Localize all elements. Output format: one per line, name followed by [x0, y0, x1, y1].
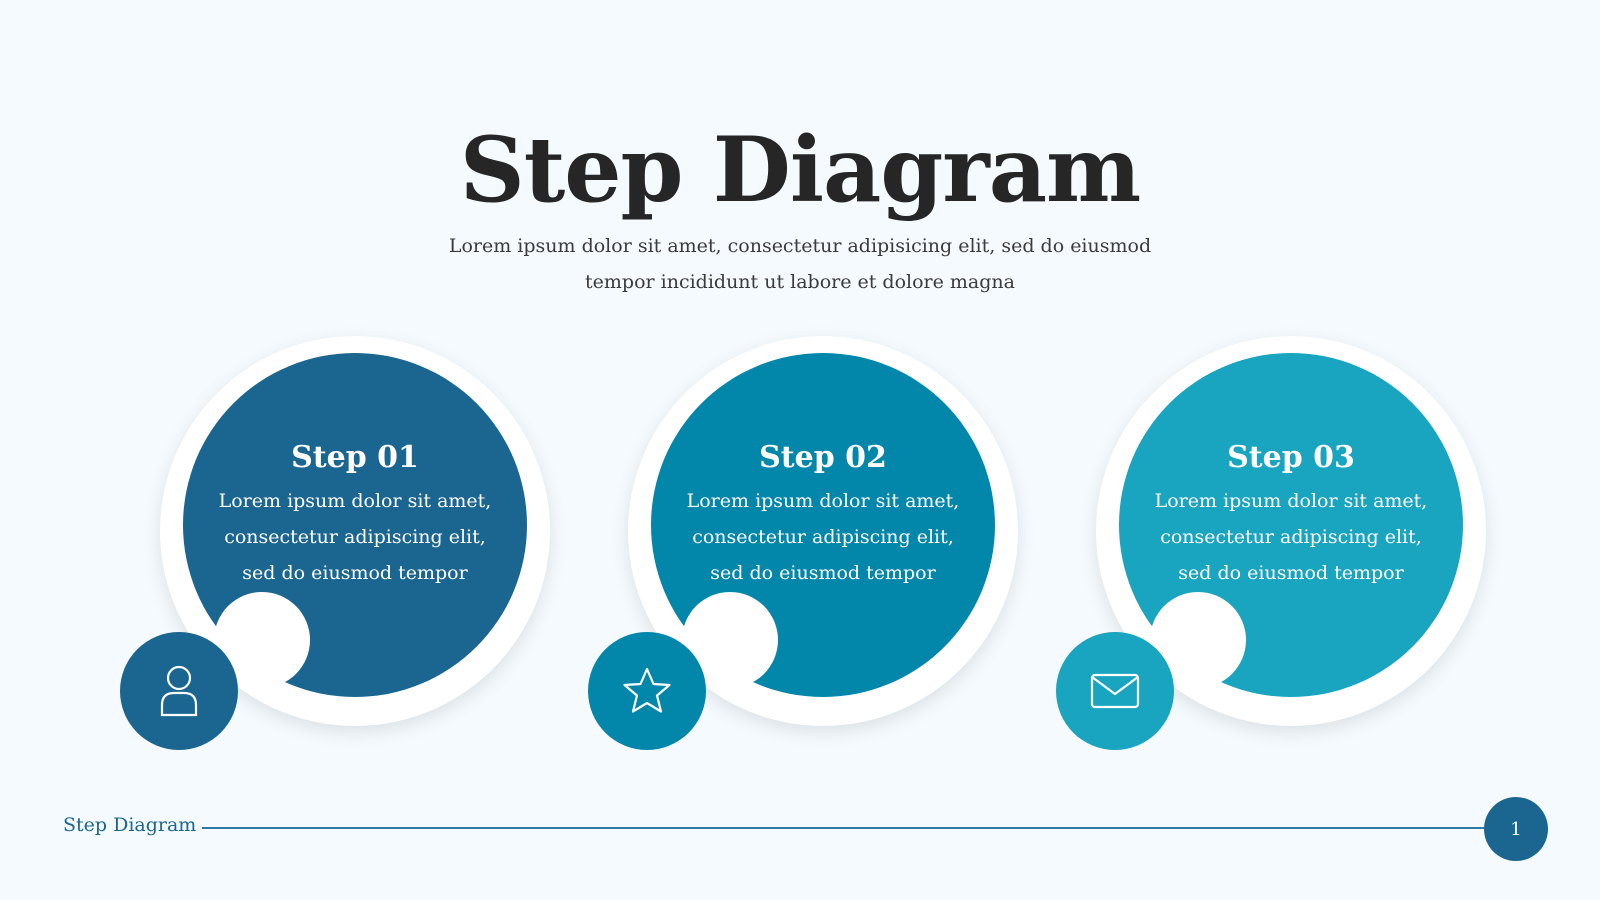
step-icon-badge: [1056, 632, 1174, 750]
footer-label: Step Diagram: [63, 814, 197, 836]
step-card-1: Step 01 Lorem ipsum dolor sit amet, cons…: [116, 336, 550, 756]
subtitle-line-2: tempor incididunt ut labore et dolore ma…: [585, 271, 1015, 293]
subtitle-line-1: Lorem ipsum dolor sit amet, consectetur …: [448, 235, 1152, 257]
step-text: Step 03 Lorem ipsum dolor sit amet, cons…: [1119, 353, 1463, 697]
step-title: Step 02: [759, 439, 887, 475]
step-icon-badge: [120, 632, 238, 750]
step-card-2: Step 02 Lorem ipsum dolor sit amet, cons…: [584, 336, 1018, 756]
step-card-3: Step 03 Lorem ipsum dolor sit amet, cons…: [1052, 336, 1486, 756]
page-subtitle: Lorem ipsum dolor sit amet, consectetur …: [400, 228, 1200, 300]
step-title: Step 03: [1227, 439, 1355, 475]
mail-icon: [1090, 673, 1140, 709]
step-description: Lorem ipsum dolor sit amet, consectetur …: [218, 489, 492, 584]
step-text: Step 01 Lorem ipsum dolor sit amet, cons…: [183, 353, 527, 697]
step-icon-badge: [588, 632, 706, 750]
star-icon: [623, 667, 671, 713]
step-description: Lorem ipsum dolor sit amet, consectetur …: [686, 489, 960, 584]
step-title: Step 01: [291, 439, 419, 475]
step-description: Lorem ipsum dolor sit amet, consectetur …: [1154, 489, 1428, 584]
page-number: 1: [1484, 797, 1548, 861]
step-text: Step 02 Lorem ipsum dolor sit amet, cons…: [651, 353, 995, 697]
footer-divider: [202, 827, 1484, 829]
page-title: Step Diagram: [459, 117, 1142, 223]
user-icon: [160, 665, 198, 717]
